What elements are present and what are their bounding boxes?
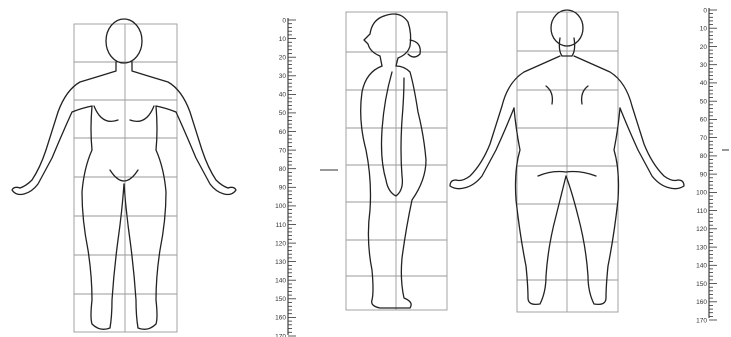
- ruler-left-label: 140: [275, 278, 286, 285]
- ruler-left-label: 150: [275, 296, 286, 303]
- ruler-right-label: 110: [697, 208, 708, 215]
- ruler-right-ticks: 0 10 20 30 40 50 60 70 80 90 100 110 120 130 140 150 160…: [696, 7, 717, 324]
- ruler-left-label: 40: [279, 92, 287, 99]
- ruler-right-label: 30: [700, 62, 708, 69]
- ruler-right: 0 10 20 30 40 50 60 70 80 90 100 110 120 130 140 150 160…: [696, 7, 717, 324]
- ruler-left-label: 10: [279, 36, 287, 43]
- ruler-right-label: 40: [700, 80, 708, 87]
- side-figure: [346, 12, 447, 310]
- ruler-right-label: 100: [696, 190, 707, 197]
- ruler-right-label: 160: [696, 299, 707, 306]
- ruler-left-label: 30: [279, 73, 287, 80]
- ruler-right-label: 140: [696, 263, 707, 270]
- ruler-left-label: 170: [275, 333, 286, 337]
- ruler-right-label: 20: [700, 44, 708, 51]
- ruler-left-label: 50: [279, 110, 287, 117]
- ruler-left-label: 110: [276, 222, 287, 229]
- ruler-left-label: 60: [279, 129, 287, 136]
- ruler-left: 0 10 20 30 40 50 60 70 80 90 100 110 120 130 140 150 160…: [275, 17, 296, 337]
- ruler-left-ticks: 0 10 20 30 40 50 60 70 80 90 100 110 120 130 140 150 160…: [275, 17, 296, 337]
- ruler-right-label: 90: [700, 171, 708, 178]
- side-grid: [346, 12, 447, 310]
- ruler-left-label: 0: [282, 17, 286, 24]
- ruler-left-label: 130: [275, 259, 286, 266]
- side-body-outline: [361, 14, 426, 308]
- ruler-right-label: 10: [700, 26, 708, 33]
- back-figure: [450, 10, 684, 312]
- ruler-right-label: 150: [696, 281, 707, 288]
- ruler-right-label: 130: [696, 244, 707, 251]
- ruler-right-label: 50: [700, 99, 708, 106]
- ruler-left-label: 20: [279, 55, 287, 62]
- ruler-right-label: 170: [696, 317, 707, 324]
- front-figure: [12, 19, 236, 332]
- ruler-left-label: 160: [275, 315, 286, 322]
- ruler-left-label: 100: [275, 203, 286, 210]
- ruler-right-label: 0: [703, 7, 707, 14]
- ruler-left-label: 80: [279, 166, 287, 173]
- ruler-left-label: 120: [275, 240, 286, 247]
- ruler-right-label: 70: [700, 135, 708, 142]
- front-grid: [74, 24, 177, 332]
- back-grid: [517, 12, 618, 312]
- ruler-right-label: 120: [696, 226, 707, 233]
- ruler-right-label: 60: [700, 117, 708, 124]
- ruler-left-label: 70: [279, 147, 287, 154]
- ruler-right-label: 80: [700, 153, 708, 160]
- front-body-outline: [12, 19, 236, 329]
- ruler-left-label: 90: [279, 185, 287, 192]
